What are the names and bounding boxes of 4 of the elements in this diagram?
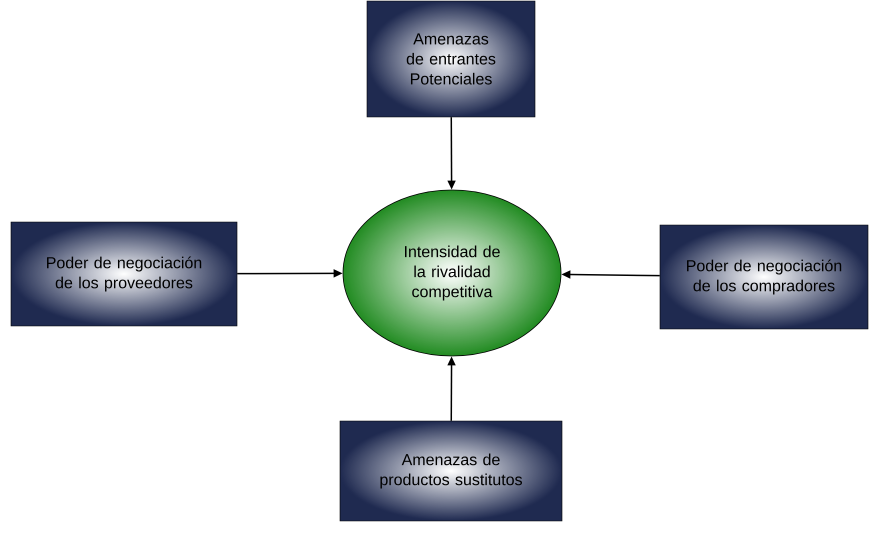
force-box: Amenazas de entrantes Potenciales [366, 0, 536, 118]
force-box: Poder de negociación de los proveedores [10, 222, 238, 326]
force-box: Amenazas de productos sustitutos [340, 420, 562, 522]
force-box: Poder de negociación de los compradores [660, 224, 868, 330]
